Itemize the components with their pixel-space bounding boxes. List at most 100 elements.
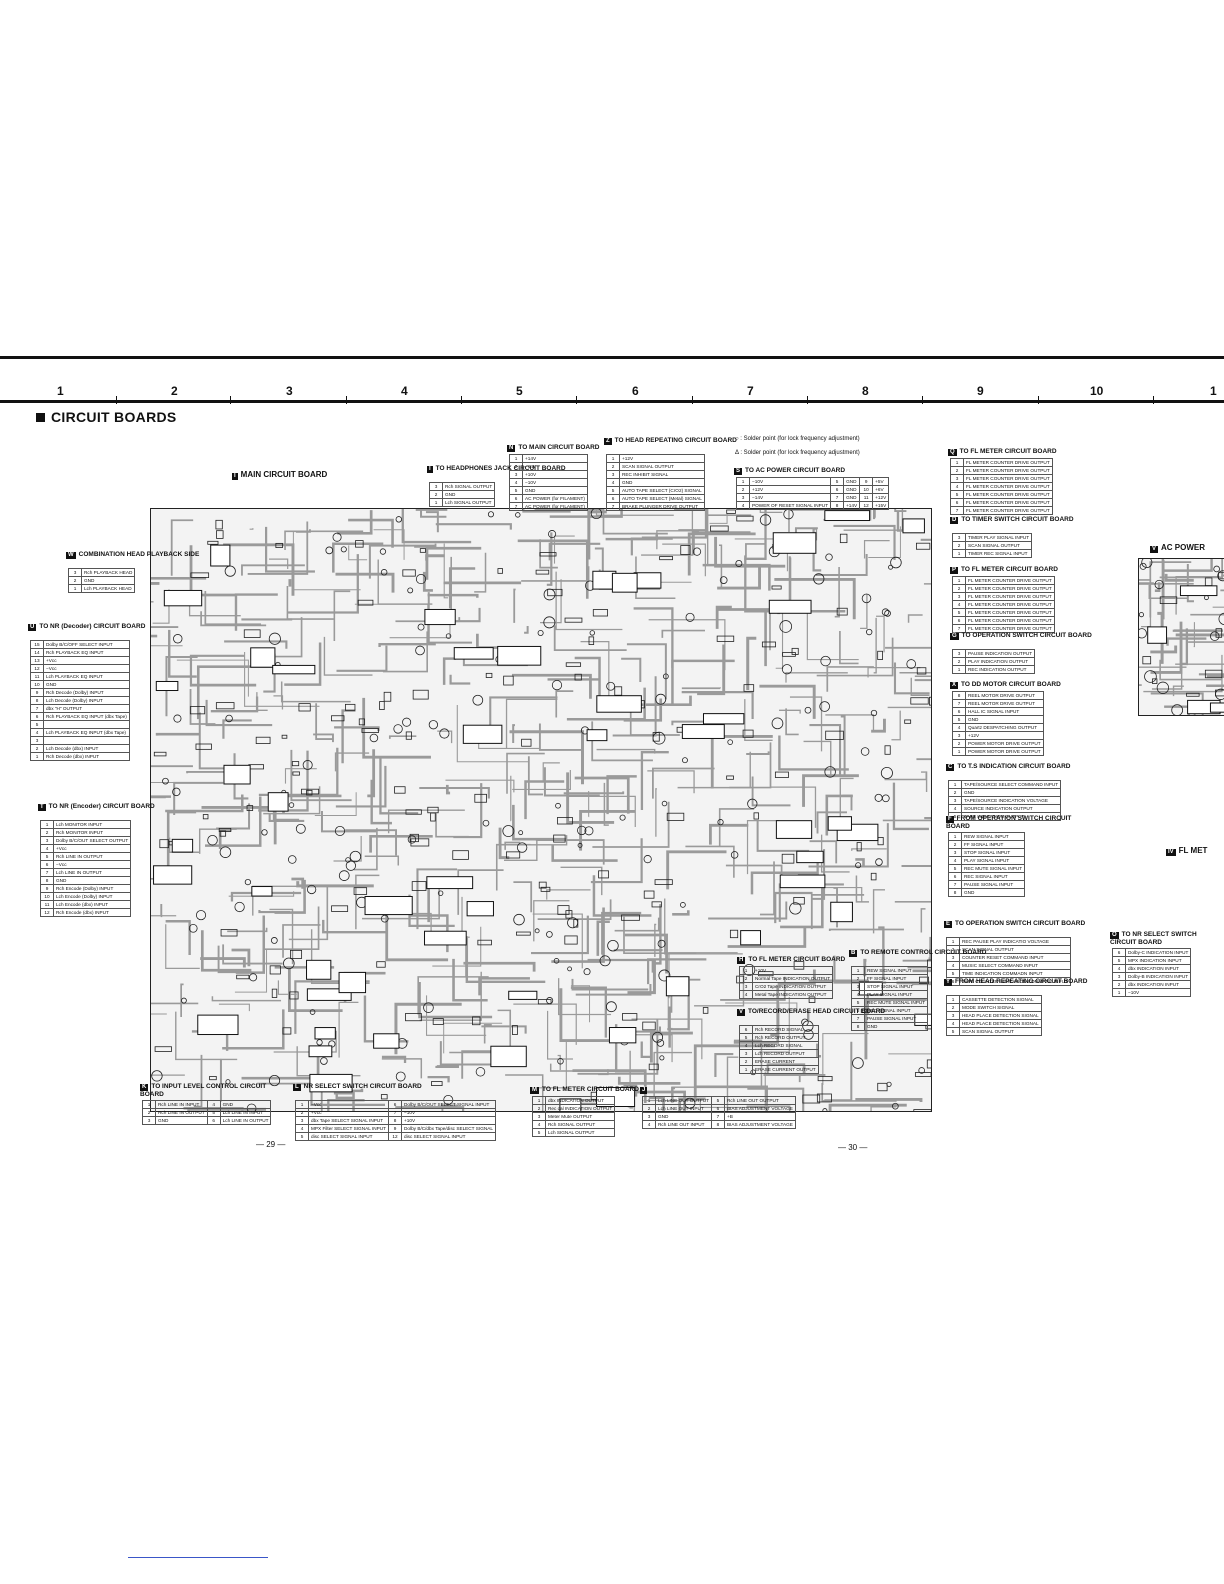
solder-pad: [334, 825, 346, 837]
copper-trace: [902, 936, 931, 962]
copper-trace: [284, 768, 317, 784]
copper-trace: [497, 1009, 512, 1061]
pin-signal: GND: [843, 485, 861, 494]
pin-row: 1+14V: [509, 454, 588, 463]
copper-trace: [571, 978, 649, 991]
copper-trace: [511, 673, 592, 699]
pin-signal: dbx INDICATION INPUT: [1124, 964, 1192, 973]
copper-trace: [726, 1056, 739, 1111]
pin-number: 4: [532, 1120, 546, 1129]
pin-signal: +Vcc: [307, 1108, 390, 1117]
component-outline: [189, 706, 206, 715]
solder-pad: [369, 733, 379, 743]
pin-signal: GND: [219, 1100, 272, 1109]
copper-trace: [1175, 663, 1224, 665]
copper-trace: [273, 695, 284, 710]
component-outline: [419, 548, 426, 553]
pin-number: 15: [30, 640, 44, 649]
pin-number: 6: [952, 616, 966, 625]
component-outline: [301, 788, 320, 795]
copper-trace: [868, 526, 901, 558]
pin-number: 6: [1112, 948, 1126, 957]
grid-number: 1: [57, 384, 64, 398]
copper-trace: [427, 1075, 450, 1083]
pin-row: 1+10V: [739, 966, 834, 975]
solder-pad: [1209, 631, 1220, 641]
component-outline: [516, 931, 531, 936]
solder-pad: [393, 724, 403, 734]
copper-trace: [512, 724, 515, 744]
solder-pad: [855, 862, 862, 869]
copper-trace: [685, 845, 735, 878]
pin-signal: +14V: [522, 454, 588, 463]
solder-pad: [173, 714, 182, 723]
copper-trace: [442, 657, 456, 685]
ic-outline: [768, 599, 812, 614]
copper-trace: [247, 521, 309, 575]
pin-signal: Rch LINE OUT OUTPUT: [723, 1096, 796, 1105]
copper-trace: [579, 810, 636, 851]
ic-outline: [250, 647, 276, 668]
copper-trace: [648, 619, 726, 671]
copper-trace: [664, 898, 743, 955]
copper-trace: [222, 1009, 285, 1050]
copper-trace: [540, 579, 562, 624]
pin-row: 12−Vcc: [30, 664, 130, 673]
copper-trace: [165, 924, 200, 969]
pin-signal: REC INHIBIT SIGNAL: [619, 470, 705, 479]
solder-pad: [1218, 612, 1224, 625]
solder-pad: [557, 1058, 564, 1065]
solder-pad: [759, 514, 772, 526]
copper-trace: [764, 609, 846, 667]
pin-number: 7: [830, 493, 845, 502]
pin-number: 5: [946, 1027, 960, 1036]
copper-trace: [876, 615, 885, 653]
copper-trace: [623, 698, 663, 722]
copper-trace: [335, 572, 395, 593]
pin-signal: Rch PLAYBACK HEAD: [80, 568, 136, 577]
ic-outline: [306, 959, 332, 980]
copper-trace: [715, 605, 732, 629]
copper-trace: [474, 552, 487, 593]
component-outline: [248, 764, 264, 770]
pin-number: 7: [952, 699, 966, 708]
ic-outline: [155, 680, 179, 692]
pin-signal: GND: [843, 477, 861, 486]
pin-signal: +B: [723, 1112, 796, 1121]
pin-signal: FF SIGNAL INPUT: [960, 840, 1026, 849]
solder-pad: [771, 717, 784, 730]
copper-trace: [574, 656, 601, 697]
pin-number: 1: [739, 1065, 753, 1074]
pin-signal: ERASE CURRENT: [752, 1057, 819, 1066]
copper-trace: [681, 691, 754, 720]
copper-trace: [443, 543, 449, 599]
copper-trace: [230, 891, 302, 902]
solder-pad: [543, 616, 556, 629]
component-outline: [154, 1046, 172, 1052]
connector-tag: E: [944, 921, 953, 929]
copper-trace: [367, 749, 376, 798]
connector-title-text: NR SELECT SWITCH CIRCUIT BOARD: [303, 1083, 422, 1090]
copper-trace: [288, 884, 329, 941]
copper-trace: [512, 769, 571, 791]
pin-signal: REEL MOTOR DRIVE OUTPUT: [965, 691, 1044, 700]
connector-tag: U: [28, 624, 37, 632]
pin-signal: −10V: [522, 478, 588, 487]
copper-trace: [555, 690, 574, 718]
copper-trace: [717, 565, 761, 590]
pin-signal: −10V: [1124, 988, 1192, 997]
solder-pad: [1144, 670, 1157, 683]
pin-signal: PAUSE INDICATION OUTPUT: [964, 649, 1036, 658]
pin-number: 5: [206, 1108, 221, 1117]
